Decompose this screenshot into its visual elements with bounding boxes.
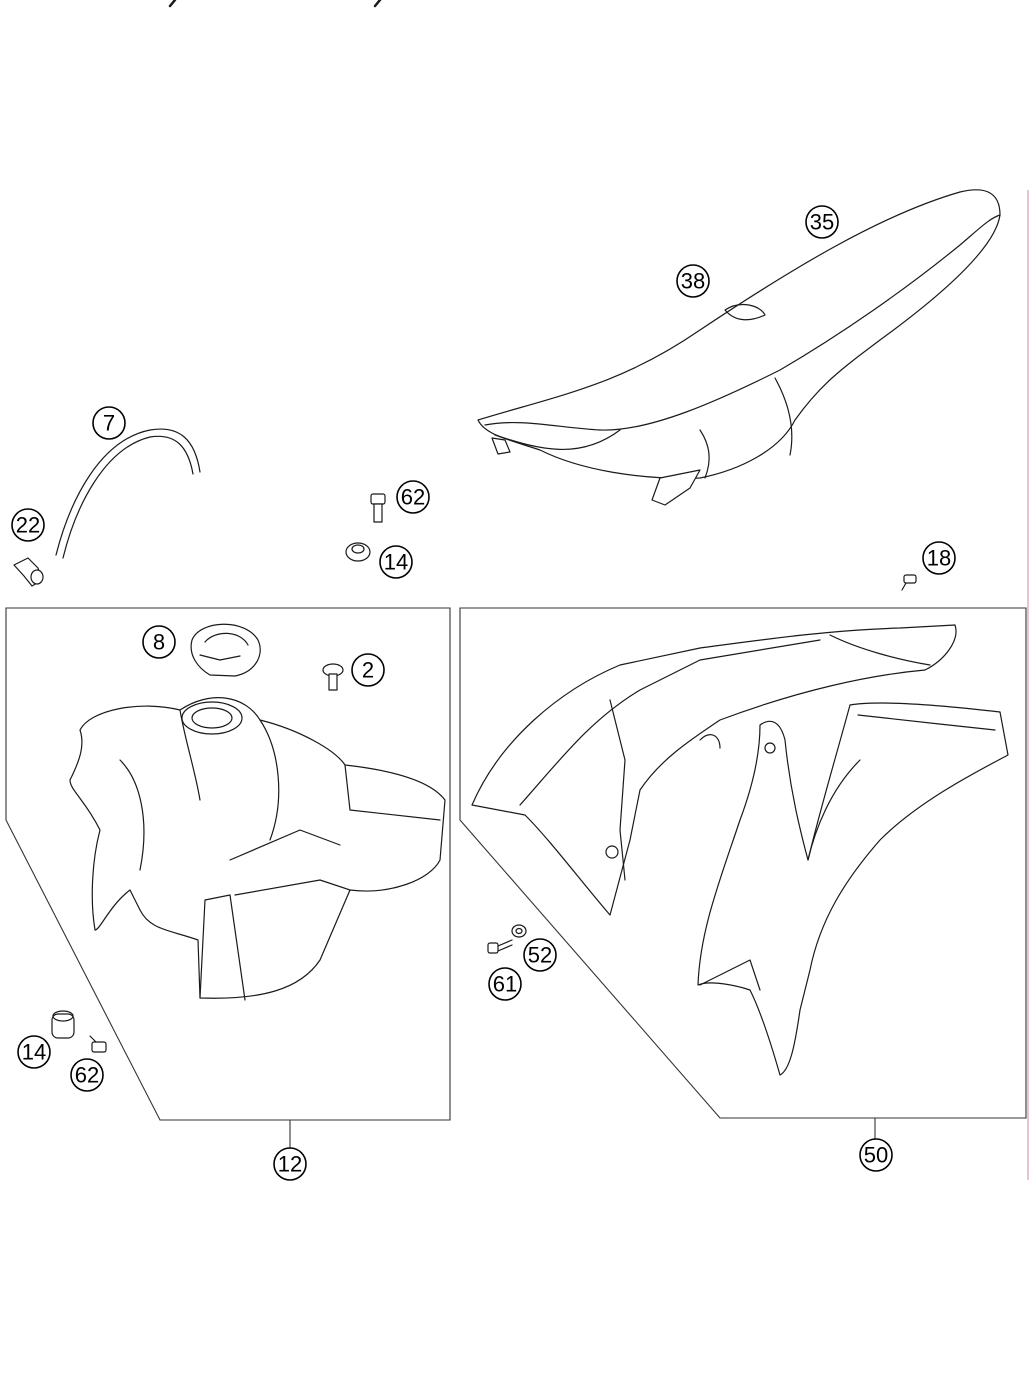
svg-text:7: 7 xyxy=(103,411,115,436)
callout-12: 12 xyxy=(273,1147,307,1181)
screw-61 xyxy=(487,939,513,954)
svg-text:50: 50 xyxy=(864,1143,888,1168)
callout-38: 38 xyxy=(676,264,710,298)
svg-text:18: 18 xyxy=(927,546,951,571)
right-spoiler-part xyxy=(697,702,1009,1076)
callout-52: 52 xyxy=(523,938,557,972)
callout-14-upper: 14 xyxy=(379,545,413,579)
spoiler-assembly-frame xyxy=(459,607,1027,1119)
callout-61: 61 xyxy=(488,967,522,1001)
callout-62-upper: 62 xyxy=(396,480,430,514)
bolt-62-lower xyxy=(89,1035,107,1053)
svg-text:35: 35 xyxy=(810,210,834,235)
spacer-14-lower xyxy=(51,1010,75,1039)
spacer-14-upper xyxy=(345,542,371,562)
callout-18: 18 xyxy=(922,541,956,575)
callout-14-lower: 14 xyxy=(17,1035,51,1069)
svg-text:14: 14 xyxy=(384,550,408,575)
svg-text:62: 62 xyxy=(75,1063,99,1088)
hose-elbow-part xyxy=(13,557,44,587)
callout-50: 50 xyxy=(859,1138,893,1172)
callout-62-lower: 62 xyxy=(70,1058,104,1092)
svg-text:62: 62 xyxy=(401,485,425,510)
fuel-cap-part xyxy=(190,623,261,677)
svg-text:38: 38 xyxy=(681,269,705,294)
svg-text:12: 12 xyxy=(278,1152,302,1177)
fuel-hose-part xyxy=(55,428,201,559)
clipped-header-marks xyxy=(168,0,382,8)
left-spoiler-part xyxy=(471,624,957,916)
screw-18 xyxy=(901,574,917,591)
svg-text:22: 22 xyxy=(16,513,40,538)
svg-text:8: 8 xyxy=(153,630,165,655)
callout-22: 22 xyxy=(11,508,45,542)
seat-part xyxy=(477,189,1001,506)
callout-35: 35 xyxy=(805,205,839,239)
svg-text:61: 61 xyxy=(493,972,517,997)
tank-screw-part xyxy=(322,663,344,691)
svg-text:2: 2 xyxy=(362,658,374,683)
svg-text:14: 14 xyxy=(22,1040,46,1065)
callout-8: 8 xyxy=(142,625,176,659)
callout-2: 2 xyxy=(351,653,385,687)
svg-text:52: 52 xyxy=(528,943,552,968)
washer-52 xyxy=(511,924,527,938)
tank-assembly-frame xyxy=(5,607,451,1121)
callout-7: 7 xyxy=(92,406,126,440)
fuel-tank-part xyxy=(69,697,446,1001)
bolt-62-upper xyxy=(370,493,386,523)
